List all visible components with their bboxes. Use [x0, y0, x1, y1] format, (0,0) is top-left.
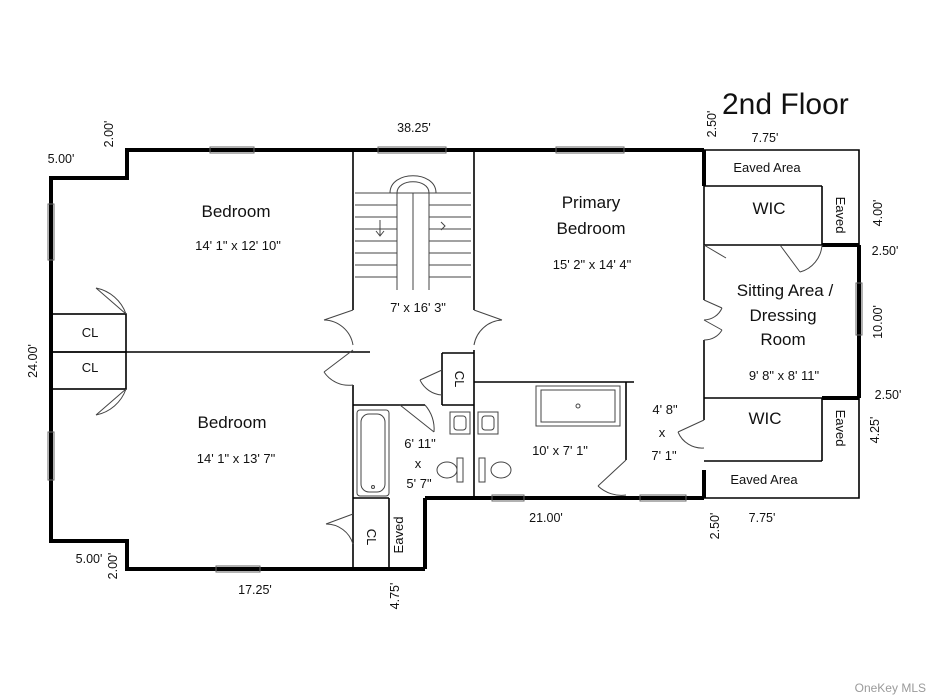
eaved-small-label: Eaved [391, 517, 406, 554]
primary-bath-size: 10' x 7' 1" [532, 443, 588, 458]
measure-bottom-left-step: 2.00' [106, 553, 120, 580]
sitting-area-size: 9' 8" x 8' 11" [749, 368, 820, 383]
wic-top-label: WIC [752, 199, 785, 218]
measure-top-left-step: 2.00' [102, 121, 116, 148]
measure-top-total: 38.25' [397, 121, 431, 135]
watermark: OneKey MLS [855, 681, 926, 695]
bedroom-top-name: Bedroom [202, 202, 271, 221]
sink [449, 411, 471, 435]
measure-bottom-right-width: 7.75' [749, 511, 776, 525]
eaved-right-top-label: Eaved [833, 197, 848, 234]
eaved-outline [704, 149, 860, 499]
closet-top-label: CL [82, 325, 99, 340]
measure-top-right-width: 7.75' [752, 131, 779, 145]
eaved-area-bottom-label: Eaved Area [730, 472, 798, 487]
sitting-area-name-3: Room [760, 330, 805, 349]
toilet [436, 457, 464, 483]
exterior-walls [49, 148, 861, 571]
sink [477, 411, 499, 435]
wic-bottom-label: WIC [748, 409, 781, 428]
eaved-right-bottom-label: Eaved [833, 410, 848, 447]
measure-bottom-left-offset: 5.00' [76, 552, 103, 566]
eaved-area-top-label: Eaved Area [733, 160, 801, 175]
bath-width: 6' 11" [404, 436, 436, 451]
measure-right-mid: 10.00' [871, 305, 885, 339]
sitting-area-name-1: Sitting Area / [737, 281, 834, 300]
staircase [355, 175, 471, 290]
measure-top-left-offset: 5.00' [48, 152, 75, 166]
bath-height: 5' 7" [406, 476, 432, 491]
closet-bottom-label: CL [82, 360, 99, 375]
primary-bedroom-name-2: Bedroom [557, 219, 626, 238]
measure-bottom-mid: 21.00' [529, 511, 563, 525]
windows [47, 146, 863, 573]
measure-bottom-left: 17.25' [238, 583, 272, 597]
toilet [478, 457, 512, 483]
measure-top-right-step: 2.50' [705, 111, 719, 138]
measure-bottom-notch: 4.75' [388, 583, 402, 610]
closet-hall-label: CL [452, 371, 467, 388]
closet-bath-label: CL [364, 529, 379, 546]
bath-x: x [415, 456, 422, 471]
interior-walls [50, 150, 822, 569]
bathtub [356, 409, 390, 497]
hall-bath-width: 4' 8" [652, 402, 678, 417]
stair-hall-size: 7' x 16' 3" [390, 300, 446, 315]
primary-bedroom-name-1: Primary [562, 193, 621, 212]
hall-bath-height: 7' 1" [651, 448, 677, 463]
primary-bedroom-size: 15' 2" x 14' 4" [553, 257, 632, 272]
bedroom-bottom-size: 14' 1" x 13' 7" [197, 451, 276, 466]
sitting-area-name-2: Dressing [749, 306, 816, 325]
measure-bottom-right-step: 2.50' [708, 513, 722, 540]
measure-left-side: 24.00' [26, 344, 40, 378]
doors [95, 244, 823, 545]
shower [535, 385, 621, 427]
measure-right-step-2: 2.50' [875, 388, 902, 402]
measure-right-lower: 4.25' [868, 417, 882, 444]
fixtures [356, 385, 621, 497]
measure-right-upper: 4.00' [871, 200, 885, 227]
hall-bath-x: x [659, 425, 666, 440]
floor-title: 2nd Floor [722, 88, 849, 121]
bedroom-bottom-name: Bedroom [198, 413, 267, 432]
bedroom-top-size: 14' 1" x 12' 10" [195, 238, 281, 253]
measure-right-step-1: 2.50' [872, 244, 899, 258]
